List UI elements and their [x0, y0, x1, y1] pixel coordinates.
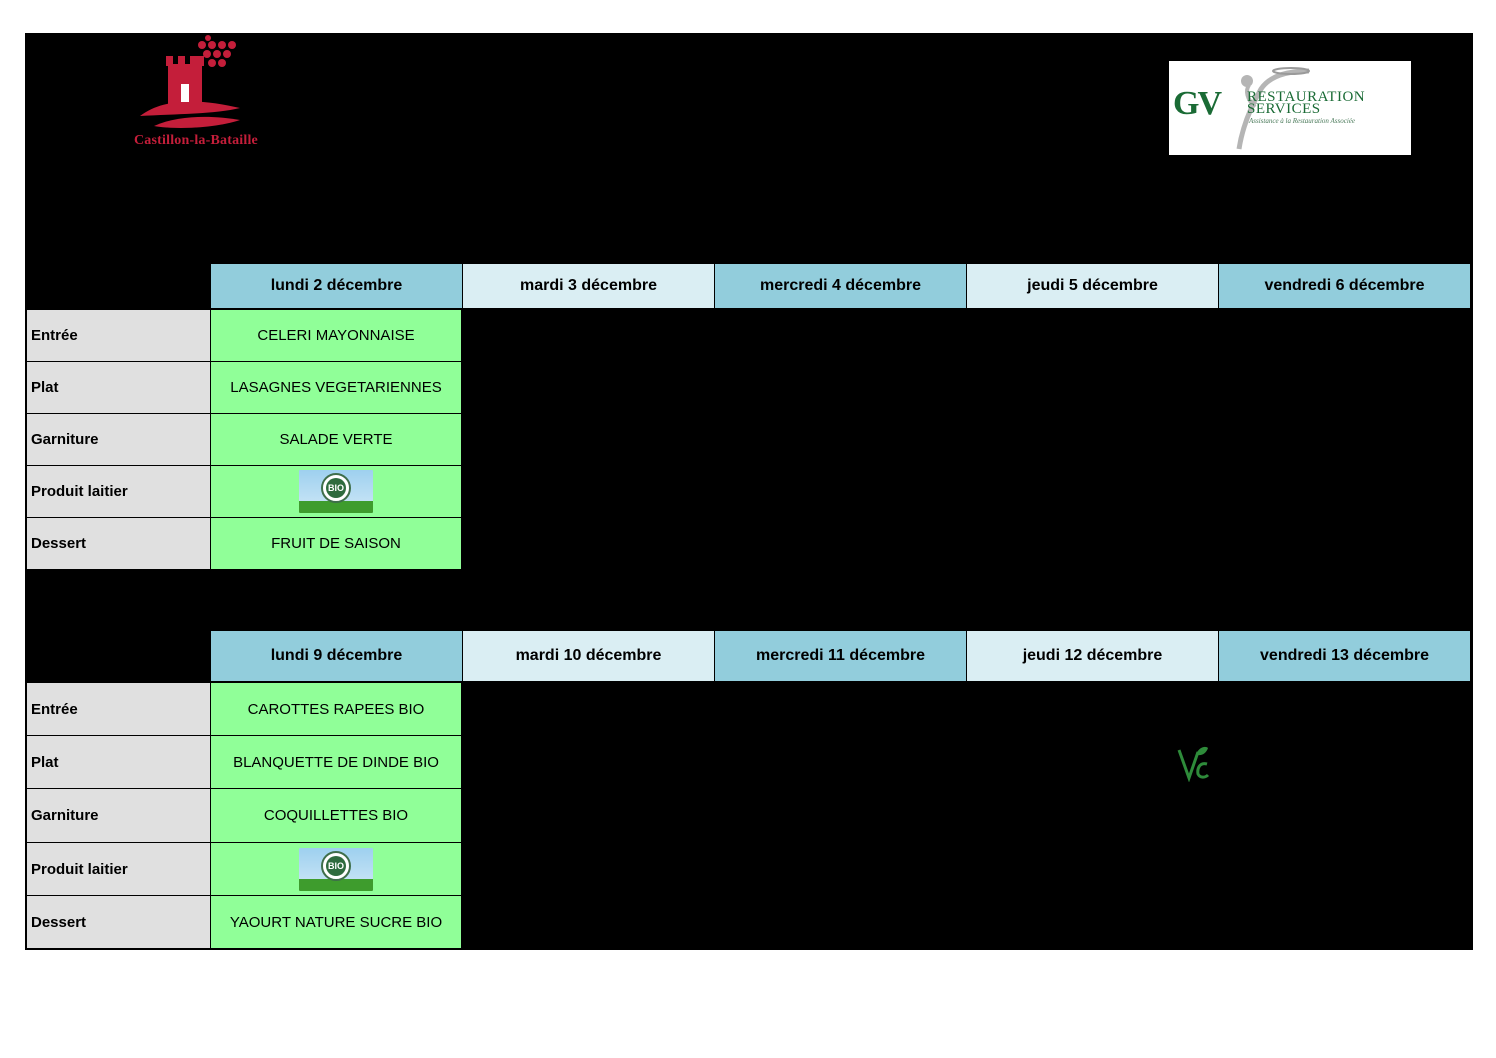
caterer-initials: GV: [1173, 85, 1222, 122]
day-header: jeudi 12 décembre: [967, 631, 1218, 681]
dish-cell: FRUIT DE SAISON: [210, 517, 462, 570]
dish-cell: BLANQUETTE DE DINDE BIO: [210, 735, 462, 789]
course-label: Garniture: [26, 788, 211, 843]
day-header: jeudi 5 décembre: [967, 264, 1218, 308]
day-header: vendredi 6 décembre: [1219, 264, 1470, 308]
dish-cell: YAOURT NATURE SUCRE BIO: [210, 895, 462, 949]
course-label: Dessert: [26, 895, 211, 949]
bio-badge-text: BIO: [326, 855, 346, 876]
day-header: mardi 3 décembre: [463, 264, 714, 308]
dish-cell: COQUILLETTES BIO: [210, 788, 462, 843]
dish-cell: CELERI MAYONNAISE: [210, 309, 462, 362]
course-label: Plat: [26, 361, 211, 414]
course-label: Plat: [26, 735, 211, 789]
vegetarian-leaf-icon: [1177, 746, 1210, 782]
day-header: mercredi 11 décembre: [715, 631, 966, 681]
course-label: Dessert: [26, 517, 211, 570]
castle-grapes-icon: [140, 35, 240, 128]
day-header: mercredi 4 décembre: [715, 264, 966, 308]
caterer-name-line1: RESTAURATION: [1247, 89, 1366, 105]
day-header: mardi 10 décembre: [463, 631, 714, 681]
chef-figure-icon: [1236, 67, 1310, 150]
caterer-name-line2: SERVICES: [1247, 101, 1321, 117]
course-label: Entrée: [26, 309, 211, 362]
caterer-tagline: Assistance à la Restauration Associée: [1249, 117, 1356, 125]
day-header: vendredi 13 décembre: [1219, 631, 1470, 681]
dish-cell: CAROTTES RAPEES BIO: [210, 682, 462, 736]
bio-badge-icon: BIO: [299, 847, 373, 891]
caterer-logo: GV RESTAURATION SERVICES Assistance à la…: [1169, 61, 1411, 155]
course-label: Garniture: [26, 413, 211, 466]
bio-badge-text: BIO: [326, 478, 346, 498]
town-name: Castillon-la-Bataille: [134, 133, 258, 148]
dish-cell-badge: BIO: [210, 465, 462, 518]
dish-cell: LASAGNES VEGETARIENNES: [210, 361, 462, 414]
dish-cell-badge: BIO: [210, 842, 462, 896]
castillon-logo: Castillon-la-Bataille: [96, 34, 296, 152]
course-label: Produit laitier: [26, 465, 211, 518]
day-header: lundi 9 décembre: [211, 631, 462, 681]
course-label: Produit laitier: [26, 842, 211, 896]
dish-cell: SALADE VERTE: [210, 413, 462, 466]
day-header: lundi 2 décembre: [211, 264, 462, 308]
course-label: Entrée: [26, 682, 211, 736]
bio-badge-icon: BIO: [299, 470, 373, 513]
